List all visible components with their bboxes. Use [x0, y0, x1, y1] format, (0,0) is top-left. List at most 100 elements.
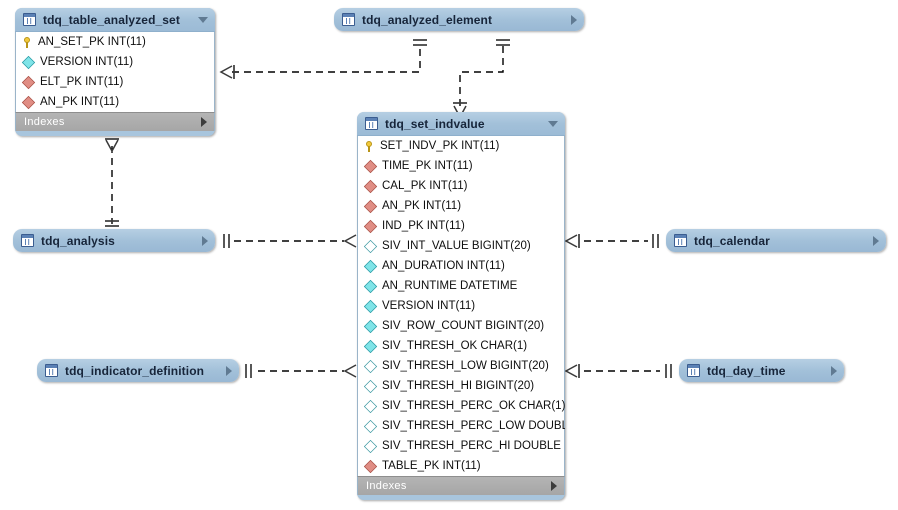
column-label: SIV_THRESH_PERC_HI DOUBLE	[382, 440, 561, 452]
table-tdq-set-indvalue[interactable]: tdq_set_indvalue SET_INDV_PK INT(11) TIME…	[357, 112, 565, 500]
column-row[interactable]: TIME_PK INT(11)	[358, 156, 564, 176]
diamond-icon	[363, 279, 378, 293]
column-list: SET_INDV_PK INT(11) TIME_PK INT(11) CAL_PK…	[357, 136, 565, 476]
column-row[interactable]: SIV_INT_VALUE BIGINT(20)	[358, 236, 564, 256]
diamond-icon	[363, 299, 378, 313]
table-name: tdq_calendar	[694, 233, 770, 248]
column-label: SIV_THRESH_PERC_LOW DOUBLE	[382, 420, 565, 432]
column-row[interactable]: SIV_THRESH_HI BIGINT(20)	[358, 376, 564, 396]
table-tdq-calendar[interactable]: tdq_calendar	[666, 229, 886, 252]
column-label: IND_PK INT(11)	[382, 220, 465, 232]
table-icon	[21, 234, 34, 247]
connector-indicator-to-indvalue	[245, 364, 359, 378]
column-row[interactable]: SIV_THRESH_LOW BIGINT(20)	[358, 356, 564, 376]
column-label: AN_RUNTIME DATETIME	[382, 280, 518, 292]
diamond-icon	[363, 239, 378, 253]
diamond-icon	[363, 179, 378, 193]
table-tdq-table-analyzed-set[interactable]: tdq_table_analyzed_set AN_SET_PK INT(11)…	[15, 8, 215, 136]
column-label: SIV_THRESH_HI BIGINT(20)	[382, 380, 535, 392]
chevron-down-icon[interactable]	[548, 120, 558, 127]
column-row[interactable]: SIV_THRESH_PERC_OK CHAR(1)	[358, 396, 565, 416]
chevron-right-icon[interactable]	[551, 481, 557, 491]
column-row[interactable]: AN_RUNTIME DATETIME	[358, 276, 564, 296]
column-row[interactable]: AN_DURATION INT(11)	[358, 256, 564, 276]
table-tdq-analysis[interactable]: tdq_analysis	[13, 229, 215, 252]
connector-analysis-to-indvalue	[223, 234, 359, 248]
diamond-icon	[21, 55, 36, 69]
connector-indvalue-to-calendar	[564, 234, 659, 248]
table-tdq-indicator-definition[interactable]: tdq_indicator_definition	[37, 359, 239, 382]
column-list: AN_SET_PK INT(11) VERSION INT(11) ELT_PK I…	[15, 32, 215, 112]
table-name: tdq_table_analyzed_set	[43, 12, 180, 27]
column-row[interactable]: CAL_PK INT(11)	[358, 176, 564, 196]
column-label: SIV_THRESH_LOW BIGINT(20)	[382, 360, 549, 372]
chevron-right-icon[interactable]	[202, 235, 208, 246]
indexes-label: Indexes	[366, 480, 407, 492]
chevron-right-icon[interactable]	[831, 365, 837, 376]
diamond-icon	[363, 319, 378, 333]
table-icon	[674, 234, 687, 247]
column-label: VERSION INT(11)	[40, 56, 134, 68]
column-row[interactable]: AN_PK INT(11)	[358, 196, 564, 216]
diamond-icon	[363, 379, 378, 393]
table-tdq-day-time[interactable]: tdq_day_time	[679, 359, 844, 382]
indexes-section[interactable]: Indexes	[15, 112, 215, 131]
column-label: ELT_PK INT(11)	[40, 76, 124, 88]
column-row[interactable]: SIV_THRESH_PERC_LOW DOUBLE	[358, 416, 565, 436]
table-header[interactable]: tdq_table_analyzed_set	[15, 8, 215, 32]
column-label: TABLE_PK INT(11)	[382, 460, 481, 472]
column-row[interactable]: VERSION INT(11)	[358, 296, 564, 316]
table-icon	[45, 364, 58, 377]
column-row[interactable]: SET_INDV_PK INT(11)	[358, 136, 564, 156]
column-row[interactable]: SIV_ROW_COUNT BIGINT(20)	[358, 316, 564, 336]
table-header[interactable]: tdq_set_indvalue	[357, 112, 565, 136]
column-row[interactable]: AN_SET_PK INT(11)	[16, 32, 214, 52]
indexes-section[interactable]: Indexes	[357, 476, 565, 495]
diamond-icon	[363, 419, 378, 433]
column-label: CAL_PK INT(11)	[382, 180, 468, 192]
column-label: AN_SET_PK INT(11)	[38, 36, 146, 48]
table-icon	[687, 364, 700, 377]
chevron-right-icon[interactable]	[571, 14, 577, 25]
indexes-label: Indexes	[24, 116, 65, 128]
connector-indvalue-to-analyzed-element	[453, 39, 510, 119]
diamond-icon	[363, 219, 378, 233]
column-label: TIME_PK INT(11)	[382, 160, 473, 172]
column-row[interactable]: VERSION INT(11)	[16, 52, 214, 72]
connector-tas-to-analysis	[105, 138, 119, 227]
connector-indvalue-to-daytime	[564, 364, 672, 378]
diamond-icon	[363, 339, 378, 353]
diamond-icon	[21, 95, 36, 109]
column-row[interactable]: SIV_THRESH_OK CHAR(1)	[358, 336, 564, 356]
table-name: tdq_indicator_definition	[65, 363, 205, 378]
table-icon	[23, 13, 36, 26]
column-label: AN_PK INT(11)	[382, 200, 462, 212]
diamond-icon	[363, 439, 378, 453]
column-row[interactable]: ELT_PK INT(11)	[16, 72, 214, 92]
column-row[interactable]: IND_PK INT(11)	[358, 216, 564, 236]
diamond-icon	[363, 359, 378, 373]
diamond-icon	[363, 399, 378, 413]
diamond-icon	[363, 459, 378, 473]
table-name: tdq_set_indvalue	[385, 116, 485, 131]
column-row[interactable]: SIV_THRESH_PERC_HI DOUBLE	[358, 436, 564, 456]
chevron-down-icon[interactable]	[198, 16, 208, 23]
diamond-icon	[363, 159, 378, 173]
column-label: AN_PK INT(11)	[40, 96, 120, 108]
column-label: VERSION INT(11)	[382, 300, 476, 312]
column-label: AN_DURATION INT(11)	[382, 260, 505, 272]
chevron-right-icon[interactable]	[201, 117, 207, 127]
column-row[interactable]: TABLE_PK INT(11)	[358, 456, 564, 476]
column-label: SET_INDV_PK INT(11)	[380, 140, 500, 152]
table-icon	[342, 13, 355, 26]
table-name: tdq_analysis	[41, 233, 115, 248]
column-row[interactable]: AN_PK INT(11)	[16, 92, 214, 112]
chevron-right-icon[interactable]	[873, 235, 879, 246]
diamond-icon	[363, 259, 378, 273]
key-icon	[364, 141, 375, 152]
table-tdq-analyzed-element[interactable]: tdq_analyzed_element	[334, 8, 584, 31]
chevron-right-icon[interactable]	[226, 365, 232, 376]
column-label: SIV_ROW_COUNT BIGINT(20)	[382, 320, 545, 332]
